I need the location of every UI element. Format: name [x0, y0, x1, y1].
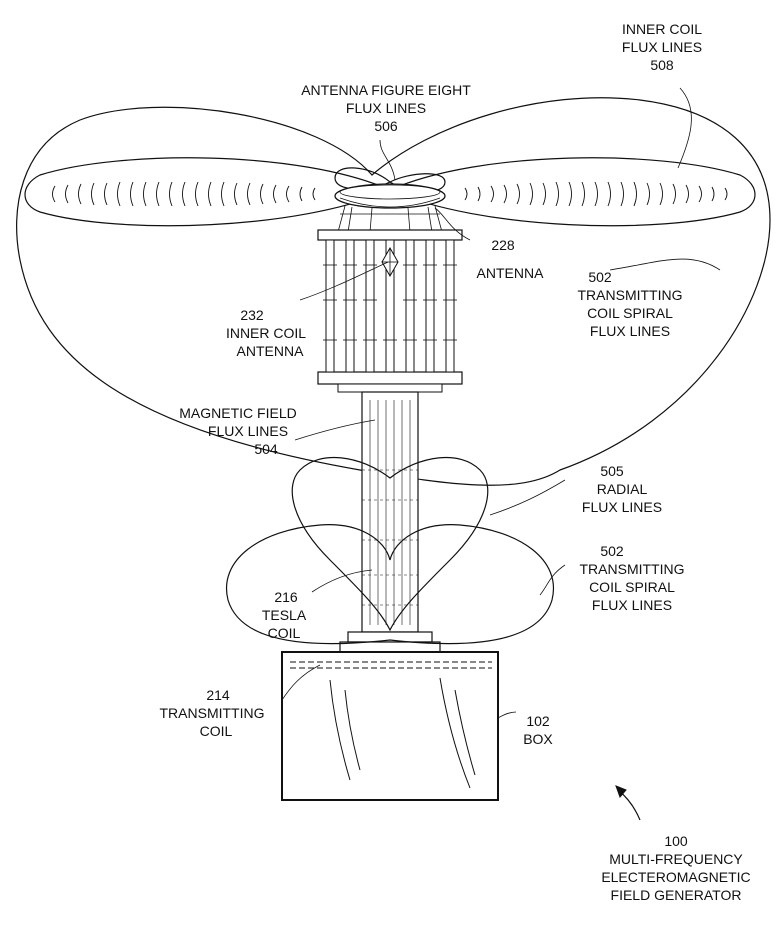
- svg-text:BOX: BOX: [523, 731, 553, 747]
- svg-text:COIL SPIRAL: COIL SPIRAL: [587, 305, 673, 321]
- svg-text:COIL: COIL: [268, 625, 301, 641]
- svg-text:TRANSMITTING: TRANSMITTING: [580, 561, 685, 577]
- label-inner-coil-antenna: 232 INNER COIL ANTENNA: [226, 307, 306, 359]
- svg-text:INNER COIL: INNER COIL: [622, 21, 702, 37]
- svg-text:216: 216: [274, 589, 298, 605]
- label-inner-coil-flux: INNER COIL FLUX LINES 508: [622, 21, 702, 73]
- svg-text:FLUX LINES: FLUX LINES: [582, 499, 662, 515]
- svg-text:FLUX LINES: FLUX LINES: [346, 100, 426, 116]
- svg-text:FLUX LINES: FLUX LINES: [622, 39, 702, 55]
- svg-text:FIELD GENERATOR: FIELD GENERATOR: [611, 887, 742, 903]
- label-generator: 100 MULTI-FREQUENCY ELECTEROMAGNETIC FIE…: [601, 833, 750, 903]
- cage-base: [338, 384, 442, 392]
- svg-text:TRANSMITTING: TRANSMITTING: [578, 287, 683, 303]
- generator-arrow-icon: [616, 786, 640, 820]
- svg-text:ANTENNA FIGURE EIGHT: ANTENNA FIGURE EIGHT: [301, 82, 471, 98]
- inner-coil-antenna-cage: [318, 230, 462, 384]
- svg-text:MAGNETIC FIELD: MAGNETIC FIELD: [179, 405, 296, 421]
- label-transmitting-coil-spiral-lower: 502 TRANSMITTING COIL SPIRAL FLUX LINES: [580, 543, 685, 613]
- spiral-flux-marks-right: [465, 182, 727, 206]
- svg-text:228: 228: [491, 237, 515, 253]
- svg-text:100: 100: [664, 833, 688, 849]
- svg-text:506: 506: [374, 118, 398, 134]
- svg-text:TRANSMITTING: TRANSMITTING: [160, 705, 265, 721]
- svg-text:COIL SPIRAL: COIL SPIRAL: [589, 579, 675, 595]
- box: [282, 652, 498, 800]
- svg-text:FLUX LINES: FLUX LINES: [592, 597, 672, 613]
- label-box: 102 BOX: [523, 713, 553, 747]
- svg-text:FLUX LINES: FLUX LINES: [208, 423, 288, 439]
- svg-text:102: 102: [526, 713, 550, 729]
- svg-text:214: 214: [206, 687, 230, 703]
- svg-text:TESLA: TESLA: [262, 607, 307, 623]
- label-tesla-coil: 216 TESLA COIL: [262, 589, 307, 641]
- antenna-toroid: [335, 184, 445, 208]
- svg-text:504: 504: [254, 441, 278, 457]
- svg-text:FLUX LINES: FLUX LINES: [590, 323, 670, 339]
- label-transmitting-coil-spiral-upper: 502 TRANSMITTING COIL SPIRAL FLUX LINES: [578, 269, 683, 339]
- label-radial-flux: 505 RADIAL FLUX LINES: [582, 463, 662, 515]
- svg-text:INNER COIL: INNER COIL: [226, 325, 306, 341]
- svg-text:ELECTEROMAGNETIC: ELECTEROMAGNETIC: [601, 869, 750, 885]
- leader-lines: [282, 88, 720, 718]
- spiral-flux-marks-left: [53, 182, 316, 206]
- svg-text:505: 505: [600, 463, 624, 479]
- svg-text:502: 502: [600, 543, 624, 559]
- antenna-struts: [338, 206, 442, 232]
- svg-text:508: 508: [650, 57, 674, 73]
- tesla-coil-column: [340, 392, 440, 652]
- svg-text:ANTENNA: ANTENNA: [477, 265, 545, 281]
- svg-text:COIL: COIL: [200, 723, 233, 739]
- label-antenna-figure-eight: ANTENNA FIGURE EIGHT FLUX LINES 506: [301, 82, 471, 134]
- svg-text:502: 502: [588, 269, 612, 285]
- label-magnetic-field-flux: MAGNETIC FIELD FLUX LINES 504: [179, 405, 296, 457]
- svg-text:RADIAL: RADIAL: [597, 481, 648, 497]
- label-transmitting-coil: 214 TRANSMITTING COIL: [160, 687, 265, 739]
- svg-text:MULTI-FREQUENCY: MULTI-FREQUENCY: [609, 851, 743, 867]
- svg-text:232: 232: [240, 307, 264, 323]
- svg-text:ANTENNA: ANTENNA: [237, 343, 305, 359]
- label-antenna: 228 ANTENNA: [477, 237, 545, 281]
